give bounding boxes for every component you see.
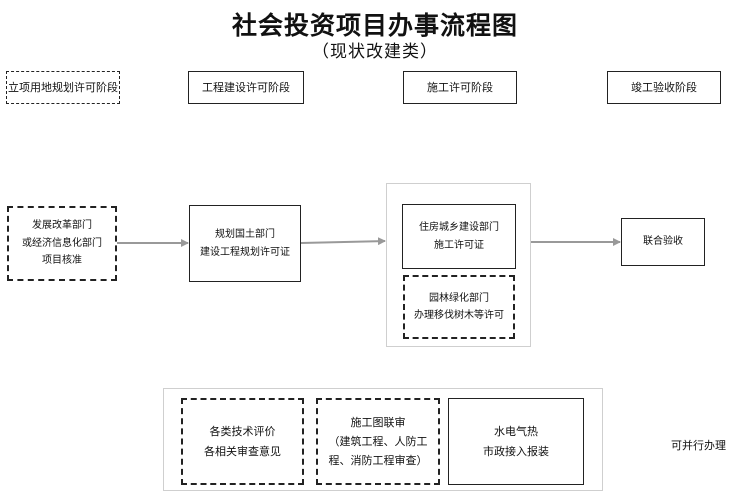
node-line: 园林绿化部门 <box>429 292 489 304</box>
drawing-joint-review-node: 施工图联审 （建筑工程、人防工 程、消防工程审查） <box>316 398 440 485</box>
node-line: 各类技术评价 <box>209 425 276 439</box>
node-line: 施工图联审 <box>350 415 406 429</box>
stage-label: 竣工验收阶段 <box>631 80 697 94</box>
node-line: 办理移伐树木等许可 <box>414 310 504 321</box>
node-line: 程、消防工程审查） <box>328 454 428 468</box>
diagram-title: 社会投资项目办事流程图 <box>231 11 518 40</box>
node-line: 或经济信息化部门 <box>22 237 102 249</box>
node-line: 联合验收 <box>643 236 683 248</box>
node-line: 市政接入报装 <box>483 444 549 458</box>
node-line: 住房城乡建设部门 <box>419 222 499 233</box>
arrow-planning-to-permit-group <box>300 237 386 246</box>
node-line: 规划国土部门 <box>215 229 275 240</box>
parallel-note: 可并行办理 <box>671 439 726 452</box>
joint-acceptance-node: 联合验收 <box>621 218 705 266</box>
node-line: 项目核准 <box>42 255 82 267</box>
diagram-subtitle: （现状改建类） <box>312 42 438 62</box>
node-line: 各相关审查意见 <box>204 444 281 458</box>
stage-label: 施工许可阶段 <box>427 80 493 94</box>
landscape-greening-node: 园林绿化部门 办理移伐树木等许可 <box>403 275 515 339</box>
stage-construction-permit: 工程建设许可阶段 <box>188 71 304 104</box>
planning-land-node: 规划国土部门 建设工程规划许可证 <box>189 205 301 282</box>
tech-review-node: 各类技术评价 各相关审查意见 <box>181 398 304 485</box>
housing-construction-node: 住房城乡建设部门 施工许可证 <box>402 204 516 269</box>
stage-completion-acceptance: 竣工验收阶段 <box>607 71 721 104</box>
stage-label: 立项用地规划许可阶段 <box>8 80 118 94</box>
node-line: 建设工程规划许可证 <box>200 246 290 258</box>
node-line: 施工许可证 <box>434 239 484 251</box>
utilities-connection-node: 水电气热 市政接入报装 <box>448 398 584 485</box>
development-reform-node: 发展改革部门 或经济信息化部门 项目核准 <box>7 206 117 281</box>
node-line: 发展改革部门 <box>32 220 92 232</box>
stage-land-planning: 立项用地规划许可阶段 <box>6 71 120 104</box>
node-line: （建筑工程、人防工 <box>328 434 428 448</box>
node-line: 水电气热 <box>494 425 538 439</box>
stage-building-permit: 施工许可阶段 <box>403 71 517 104</box>
stage-label: 工程建设许可阶段 <box>202 80 290 94</box>
